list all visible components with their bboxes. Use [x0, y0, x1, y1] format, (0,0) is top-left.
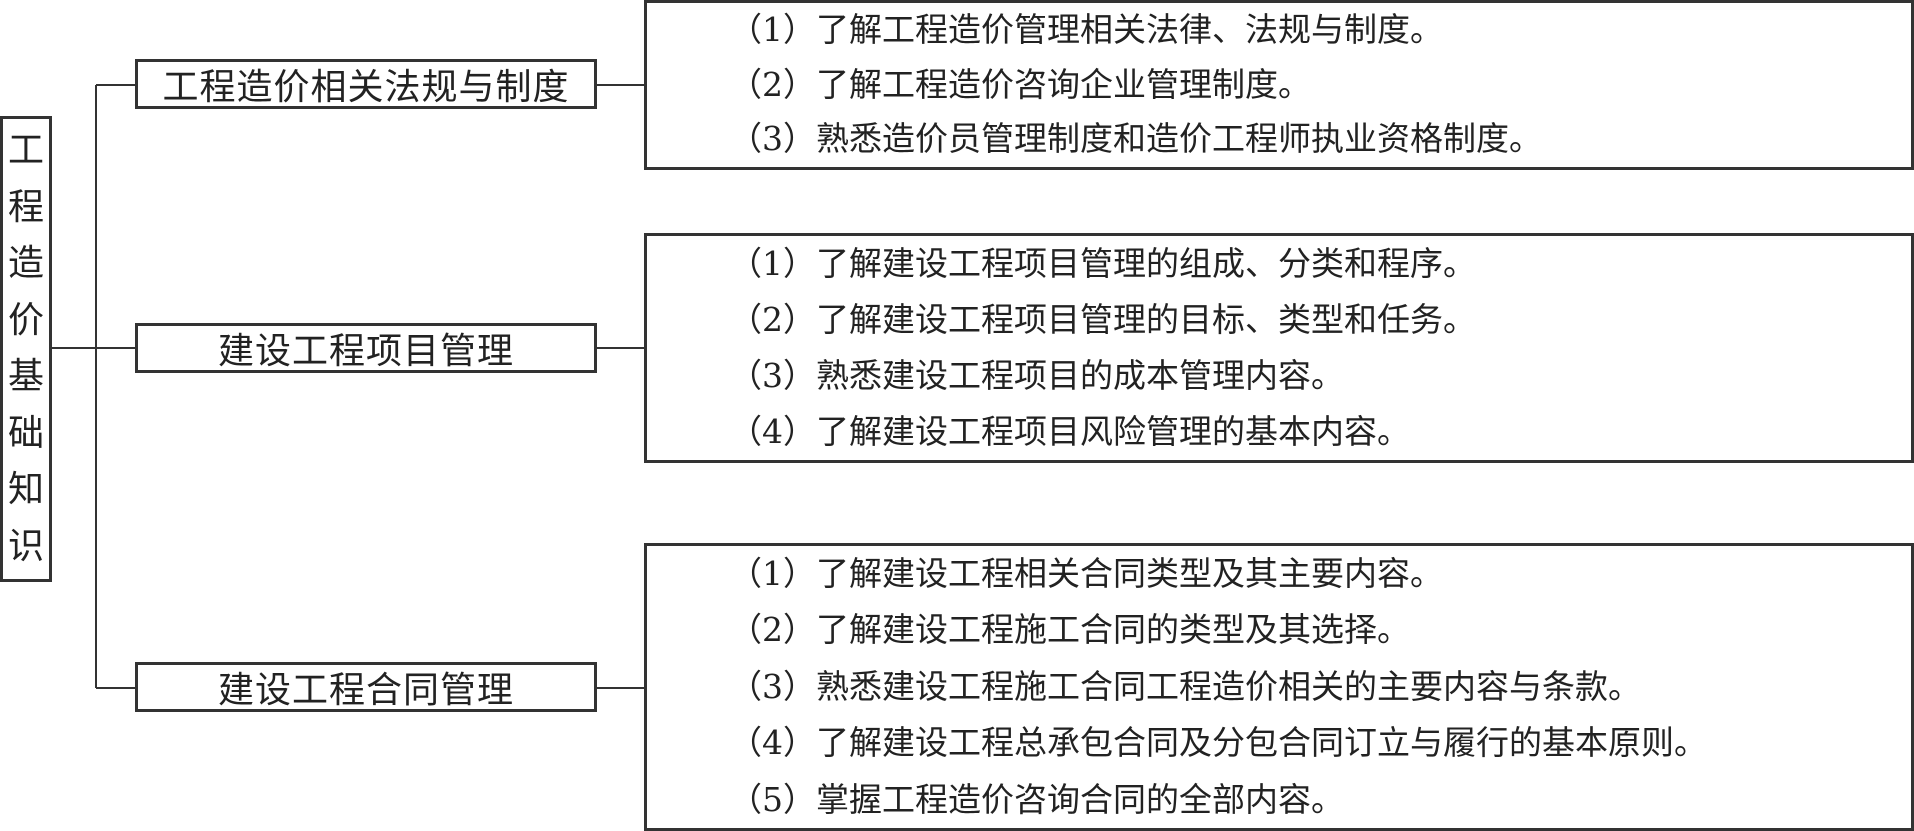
detail-item: （3）熟悉造价员管理制度和造价工程师执业资格制度。 — [729, 119, 1542, 159]
root-node: 工 程 造 价 基 础 知 识 — [0, 116, 52, 582]
root-node-char: 基 — [7, 356, 44, 398]
branch-node-contract-management: 建设工程合同管理 — [135, 662, 597, 712]
branch-node-project-management: 建设工程项目管理 — [135, 323, 597, 373]
root-node-char: 识 — [7, 525, 44, 567]
detail-item: （3）熟悉建设工程项目的成本管理内容。 — [729, 355, 1344, 395]
detail-box-project-management: （1）了解建设工程项目管理的组成、分类和程序。 （2）了解建设工程项目管理的目标… — [644, 233, 1914, 463]
root-node-char: 知 — [7, 469, 44, 511]
root-node-char: 础 — [7, 412, 44, 454]
detail-item: （4）了解建设工程总承包合同及分包合同订立与履行的基本原则。 — [729, 723, 1707, 763]
root-node-char: 程 — [7, 186, 44, 228]
detail-item: （2）了解建设工程施工合同的类型及其选择。 — [729, 610, 1410, 650]
detail-box-regulations: （1）了解工程造价管理相关法律、法规与制度。 （2）了解工程造价咨询企业管理制度… — [644, 0, 1914, 170]
detail-item: （5）掌握工程造价咨询合同的全部内容。 — [729, 779, 1344, 819]
detail-item: （2）了解建设工程项目管理的目标、类型和任务。 — [729, 299, 1476, 339]
branch-node-regulations: 工程造价相关法规与制度 — [135, 59, 597, 109]
root-node-char: 造 — [7, 243, 44, 285]
detail-box-contract-management: （1）了解建设工程相关合同类型及其主要内容。 （2）了解建设工程施工合同的类型及… — [644, 543, 1914, 831]
root-node-char: 工 — [7, 130, 44, 172]
detail-item: （1）了解建设工程相关合同类型及其主要内容。 — [729, 554, 1443, 594]
detail-item: （2）了解工程造价咨询企业管理制度。 — [729, 64, 1311, 104]
detail-item: （4）了解建设工程项目风险管理的基本内容。 — [729, 411, 1410, 451]
detail-item: （1）了解工程造价管理相关法律、法规与制度。 — [729, 10, 1443, 50]
detail-item: （3）熟悉建设工程施工合同工程造价相关的主要内容与条款。 — [729, 666, 1641, 706]
root-node-char: 价 — [7, 299, 44, 341]
detail-item: （1）了解建设工程项目管理的组成、分类和程序。 — [729, 243, 1476, 283]
